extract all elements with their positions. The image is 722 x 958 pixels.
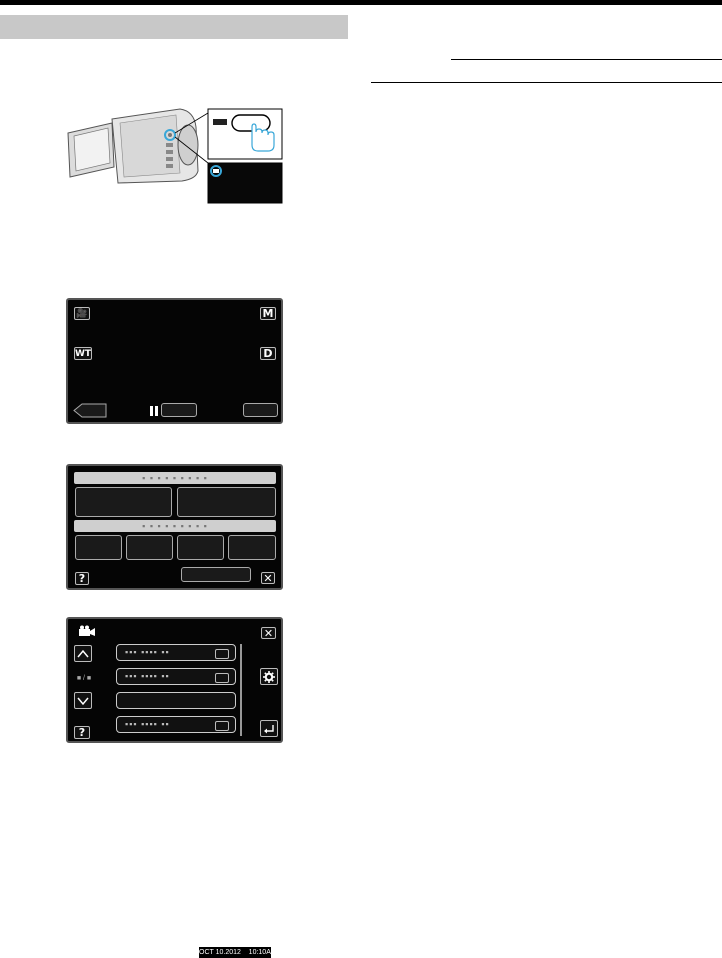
menu-group-header-2: ▪ ▪ ▪ ▪ ▪ ▪ ▪ ▪ ▪ (74, 520, 276, 532)
help-icon[interactable]: ? (75, 572, 89, 585)
menu-list-item-1-value (215, 649, 229, 659)
menu-option-5[interactable] (177, 535, 224, 560)
help-icon[interactable]: ? (74, 726, 90, 739)
chevron-up-icon[interactable] (74, 645, 92, 662)
zoom-wt-icon[interactable]: WT (74, 347, 92, 360)
menu-group-header-1-text: ▪ ▪ ▪ ▪ ▪ ▪ ▪ ▪ ▪ (142, 473, 208, 483)
movie-camera-icon[interactable]: 🎥 (74, 307, 90, 320)
top-rule (0, 0, 722, 5)
menu-list-item-4-value (215, 721, 229, 731)
heading-underline-short (451, 59, 722, 60)
menu-list-item-3[interactable] (116, 692, 236, 709)
menu-list-item-1[interactable]: ▪▪▪ ▪▪▪▪ ▪▪ (116, 644, 236, 661)
date-stamp: OCT 10.2012 10:10AM (199, 947, 277, 958)
menu-list-item-2[interactable]: ▪▪▪ ▪▪▪▪ ▪▪ (116, 668, 236, 685)
menu-option-6[interactable] (228, 535, 276, 560)
menu-button[interactable] (243, 403, 278, 417)
menu-group-header-2-text: ▪ ▪ ▪ ▪ ▪ ▪ ▪ ▪ ▪ (142, 521, 208, 531)
scrollbar[interactable] (240, 644, 242, 736)
camcorder-illustration (62, 105, 287, 205)
menu-wide-button[interactable] (181, 567, 251, 582)
menu-option-1[interactable] (75, 487, 172, 517)
lcd-menu-list-screen: ✕ ■ / ■ ? ▪▪▪ ▪▪▪▪ ▪▪ ▪▪▪ ▪▪▪▪ ▪▪ ▪▪▪ ▪▪… (66, 617, 283, 743)
display-icon[interactable]: D (260, 347, 276, 360)
menu-list-item-4-text: ▪▪▪ ▪▪▪▪ ▪▪ (125, 719, 170, 729)
camcorder-drawing (67, 108, 283, 204)
return-icon[interactable] (260, 720, 278, 737)
close-icon[interactable]: ✕ (261, 572, 275, 585)
manual-mode-icon[interactable]: M (260, 307, 276, 320)
lcd-recording-screen: 🎥 M WT D (66, 298, 283, 424)
menu-group-header-1: ▪ ▪ ▪ ▪ ▪ ▪ ▪ ▪ ▪ (74, 472, 276, 484)
pause-icon (150, 406, 158, 416)
section-header-bar (0, 15, 348, 39)
gear-icon[interactable] (260, 668, 278, 685)
menu-option-2[interactable] (177, 487, 276, 517)
menu-option-3[interactable] (75, 535, 122, 560)
heading-underline-long (371, 82, 722, 83)
menu-list-item-1-text: ▪▪▪ ▪▪▪▪ ▪▪ (125, 647, 170, 657)
menu-list-item-4[interactable]: ▪▪▪ ▪▪▪▪ ▪▪ (116, 716, 236, 733)
menu-list-item-2-text: ▪▪▪ ▪▪▪▪ ▪▪ (125, 671, 170, 681)
back-arrow-button[interactable] (72, 403, 108, 418)
record-button[interactable] (161, 403, 197, 417)
close-icon[interactable]: ✕ (261, 627, 276, 640)
hand-pointer-icon (251, 123, 275, 152)
movie-camera-icon (79, 625, 95, 636)
page-indicator: ■ / ■ (76, 675, 92, 682)
chevron-down-icon[interactable] (74, 692, 92, 709)
menu-list-item-2-value (215, 673, 229, 683)
lcd-top-menu-screen: ▪ ▪ ▪ ▪ ▪ ▪ ▪ ▪ ▪ ▪ ▪ ▪ ▪ ▪ ▪ ▪ ▪ ▪ ? ✕ (66, 464, 283, 590)
menu-option-4[interactable] (126, 535, 173, 560)
